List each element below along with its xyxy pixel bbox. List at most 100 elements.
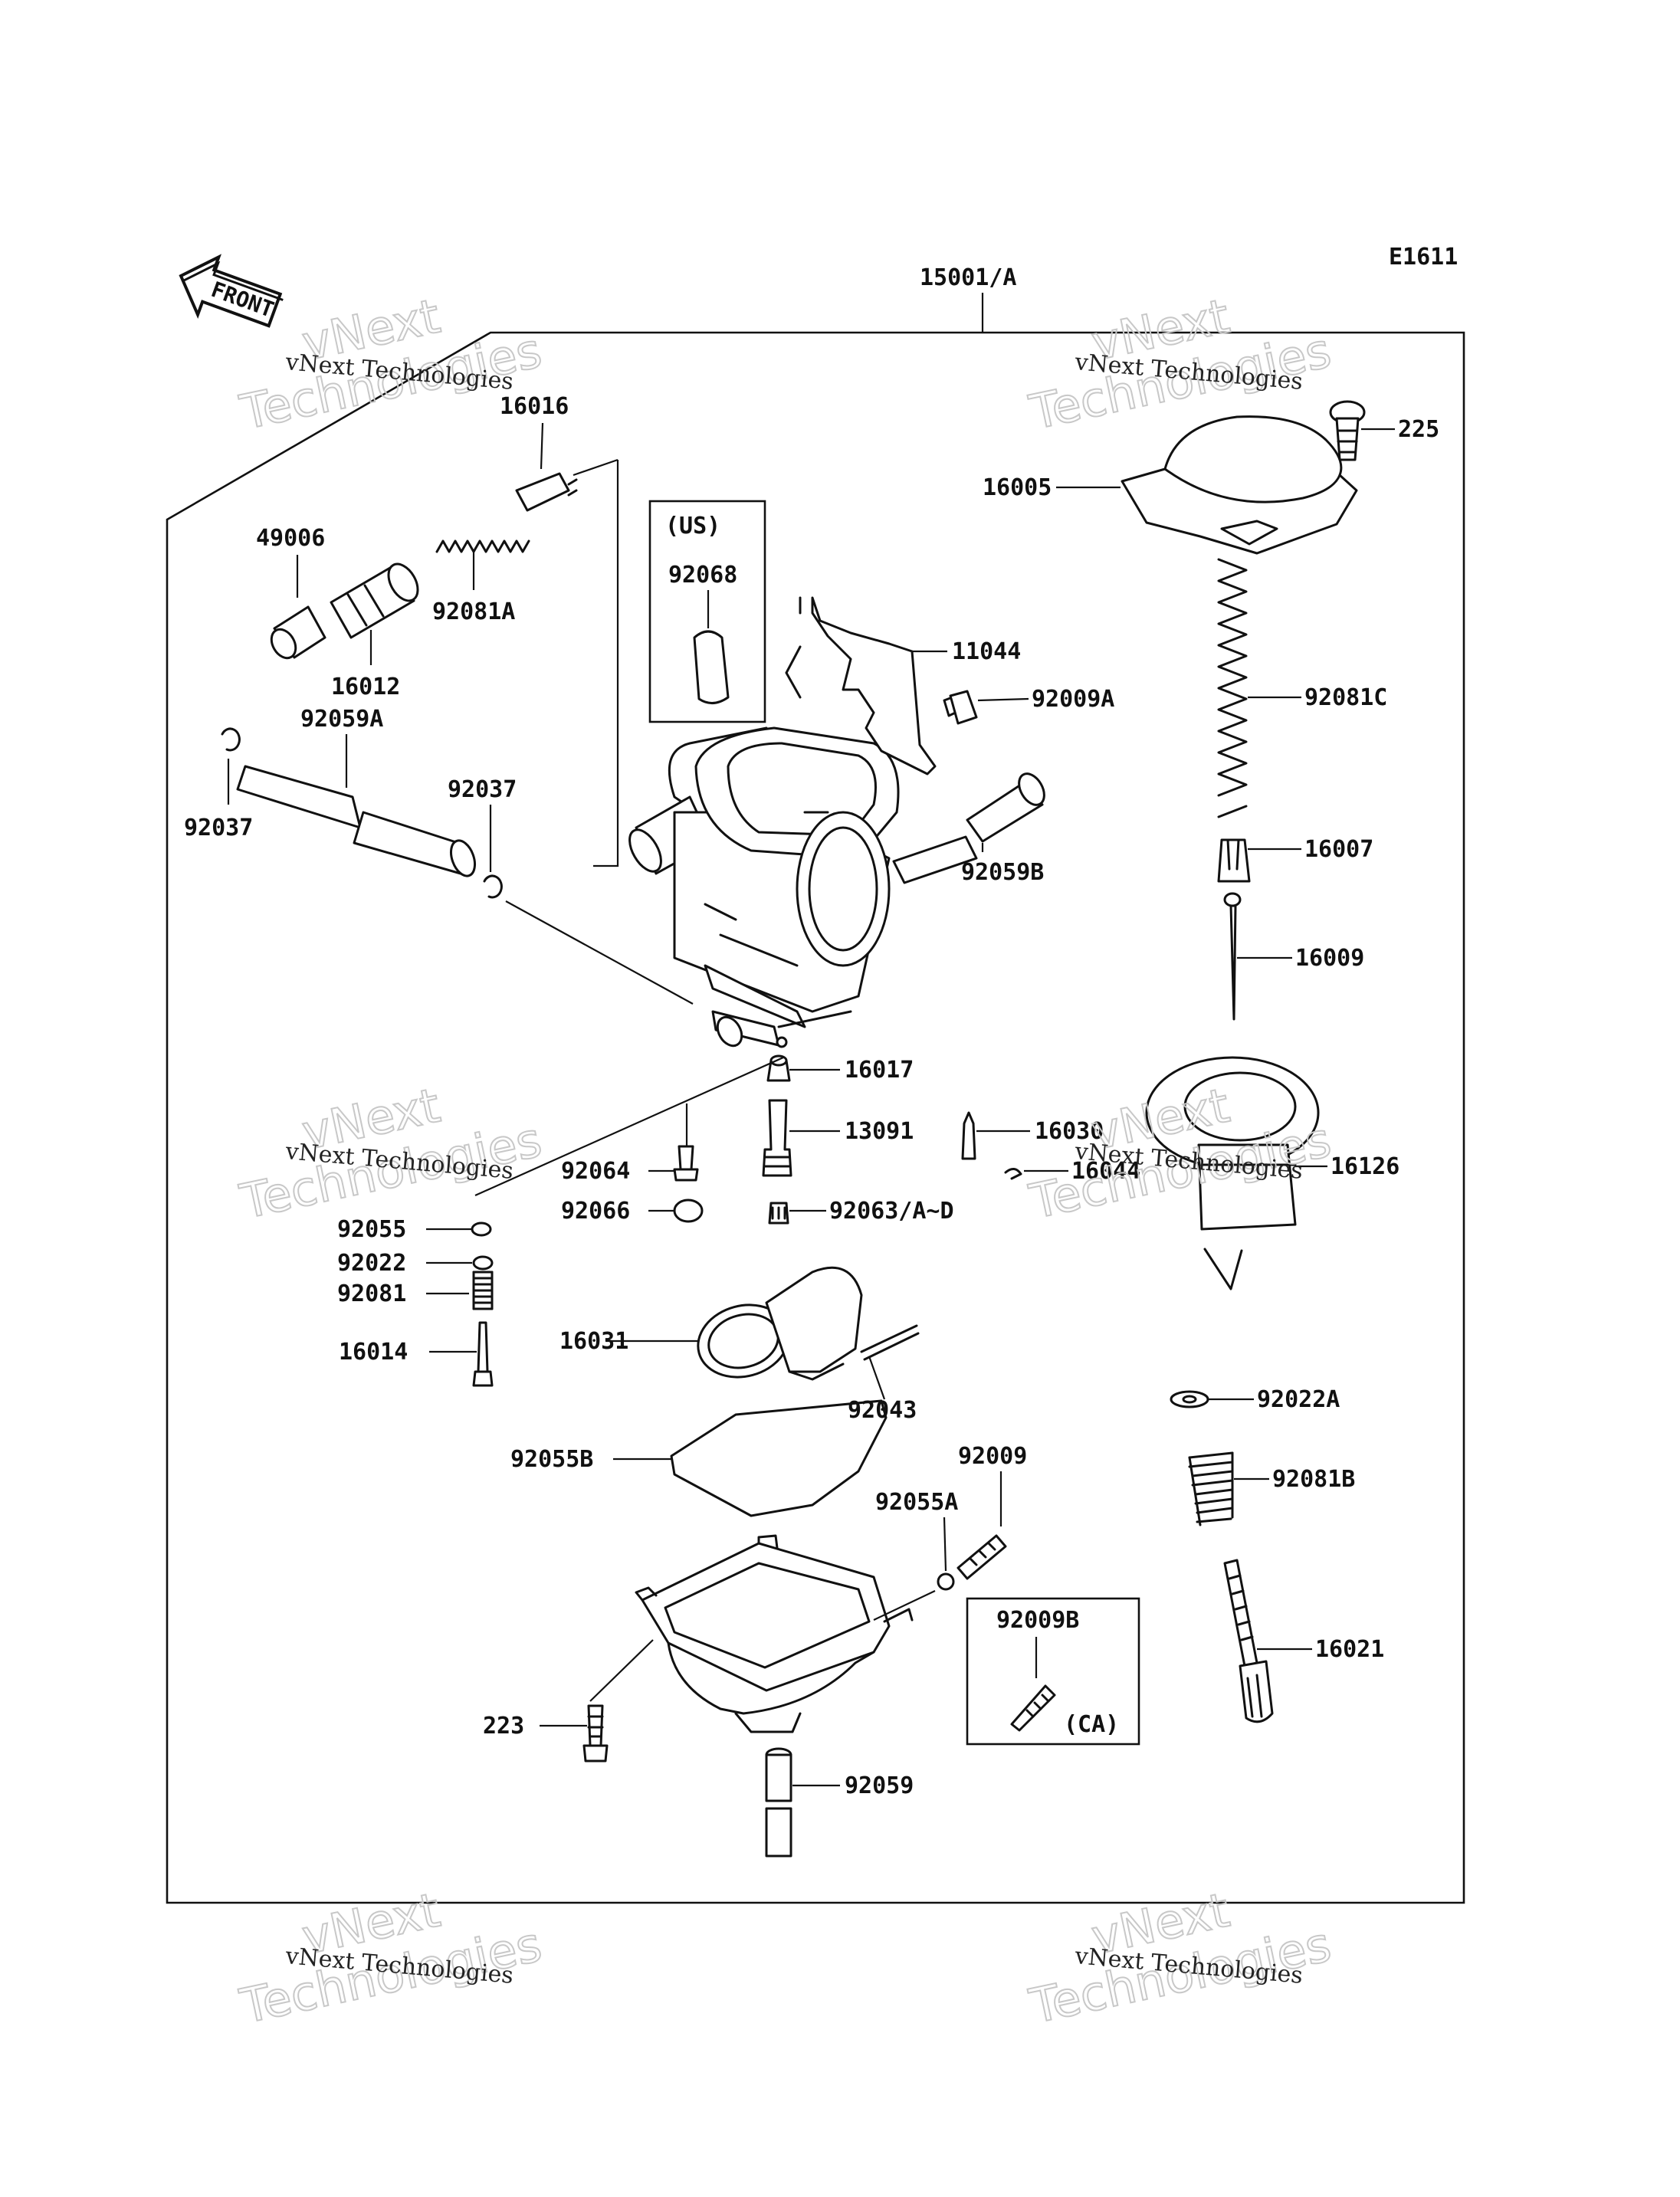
leader-body-lower xyxy=(474,1056,784,1197)
assembly-label: 15001/A xyxy=(920,264,1016,291)
leader-bowl-right xyxy=(873,1590,936,1621)
part-label-92081B: 92081B xyxy=(1272,1466,1355,1493)
part-16044-clip xyxy=(1004,1168,1022,1180)
leader-92055A xyxy=(943,1517,947,1572)
part-label-16021: 16021 xyxy=(1315,1636,1384,1663)
part-label-16007: 16007 xyxy=(1304,836,1373,863)
part-92066-plug xyxy=(673,1199,704,1223)
part-16012-body xyxy=(330,562,419,639)
part-92063-main-jet xyxy=(768,1202,789,1225)
part-92022A-washer xyxy=(1170,1390,1209,1408)
pointer-chevron-right xyxy=(1203,1248,1243,1290)
part-float-bowl xyxy=(635,1534,914,1733)
part-label-13091: 13091 xyxy=(845,1118,914,1145)
part-label-92066: 92066 xyxy=(561,1198,630,1225)
part-92022-washer xyxy=(472,1255,494,1271)
part-16014-pilot-screw xyxy=(472,1321,494,1387)
part-16021-idle-screw xyxy=(1223,1559,1274,1723)
part-label-92009B: 92009B xyxy=(996,1607,1079,1634)
part-label-16044: 16044 xyxy=(1071,1158,1140,1185)
part-label-92009A: 92009A xyxy=(1032,686,1114,713)
part-label-16016: 16016 xyxy=(500,393,569,420)
part-label-92055A: 92055A xyxy=(875,1489,958,1516)
leader-16016 xyxy=(540,422,544,470)
part-92009A-screw xyxy=(943,690,978,725)
part-92081-spring xyxy=(472,1271,494,1310)
part-label-92022A: 92022A xyxy=(1257,1386,1340,1413)
leader-92043 xyxy=(868,1356,886,1400)
part-label-16014: 16014 xyxy=(339,1339,408,1366)
part-label-92037-left: 92037 xyxy=(184,815,253,841)
part-label-225: 225 xyxy=(1398,416,1439,443)
part-label-92064: 92064 xyxy=(561,1158,630,1185)
part-223-screw xyxy=(582,1704,609,1763)
part-16030-valve xyxy=(961,1111,976,1160)
part-16016-plunger xyxy=(515,472,578,512)
watermark-5: vNext Technologies vNext Technologies xyxy=(235,1881,547,2035)
part-label-92022: 92022 xyxy=(337,1250,406,1277)
part-49006-cap xyxy=(270,605,326,660)
part-225-screw xyxy=(1329,400,1366,461)
part-13091-needle-jet xyxy=(762,1099,792,1177)
part-92068-cap xyxy=(693,630,730,704)
part-label-11044: 11044 xyxy=(952,638,1021,665)
us-note-label: (US) xyxy=(665,513,720,539)
part-16007-needle-holder xyxy=(1217,838,1251,883)
part-label-92068: 92068 xyxy=(668,562,737,589)
part-16126-diaphragm xyxy=(1145,1056,1320,1231)
part-label-92081C: 92081C xyxy=(1304,684,1387,711)
part-label-16017: 16017 xyxy=(845,1057,914,1084)
pointer-chevron-upper xyxy=(785,645,802,699)
part-16009-jet-needle xyxy=(1223,892,1242,1021)
part-92055B-gasket xyxy=(670,1399,888,1517)
ca-note-box xyxy=(966,1597,1140,1746)
part-92059B-tube xyxy=(892,772,1045,884)
part-label-92055: 92055 xyxy=(337,1216,406,1243)
part-92055A-o-ring xyxy=(937,1572,955,1591)
part-label-16005: 16005 xyxy=(983,474,1052,501)
assembly-frame xyxy=(166,331,1465,1904)
part-92081C-spring xyxy=(1217,558,1248,818)
part-label-16012: 16012 xyxy=(331,674,400,700)
part-label-16030: 16030 xyxy=(1035,1118,1104,1145)
us-note-box xyxy=(648,500,766,723)
part-label-92081A: 92081A xyxy=(432,598,515,625)
part-92064-screw xyxy=(673,1145,699,1182)
part-92043-pin xyxy=(860,1324,920,1361)
part-label-223: 223 xyxy=(483,1713,524,1740)
part-label-16126: 16126 xyxy=(1331,1153,1399,1180)
part-92055-o-ring xyxy=(471,1221,492,1237)
part-label-92059B: 92059B xyxy=(961,859,1044,886)
part-label-92081: 92081 xyxy=(337,1280,406,1307)
part-92059-drain-tube xyxy=(765,1747,792,1858)
watermark-2: vNext Technologies vNext Technologies xyxy=(1024,287,1337,441)
part-92081B-spring xyxy=(1188,1451,1234,1526)
part-92009B-screw xyxy=(1010,1684,1056,1732)
part-92037-clip-right xyxy=(483,874,503,899)
part-11044-bracket xyxy=(799,596,937,776)
part-15001-carburetor-body xyxy=(573,458,900,1048)
leader-bowl-left xyxy=(589,1639,654,1702)
part-label-16031: 16031 xyxy=(559,1328,628,1355)
part-92009-screw xyxy=(956,1534,1007,1580)
part-16017-jet xyxy=(766,1054,791,1082)
ca-note-label: (CA) xyxy=(1064,1711,1119,1738)
part-92059A-tube xyxy=(236,765,477,877)
watermark-6: vNext Technologies vNext Technologies xyxy=(1024,1881,1337,2035)
leader-92009A xyxy=(977,697,1029,702)
part-16005-top-cover xyxy=(1121,415,1358,555)
leader-clip-to-body xyxy=(505,900,694,1005)
part-16031-cover xyxy=(697,1266,863,1381)
part-label-49006: 49006 xyxy=(256,525,325,552)
part-label-92063: 92063/A~D xyxy=(829,1198,954,1225)
diagram-code: E1611 xyxy=(1389,244,1458,271)
watermark-3: vNext Technologies vNext Technologies xyxy=(235,1077,547,1231)
part-92081A-spring xyxy=(435,539,530,553)
part-label-92059A: 92059A xyxy=(300,706,383,733)
front-arrow-icon: FRONT xyxy=(179,254,284,328)
part-label-92009: 92009 xyxy=(958,1443,1027,1470)
part-92037-clip-left xyxy=(221,727,241,752)
part-label-16009: 16009 xyxy=(1295,945,1364,972)
part-label-92055B: 92055B xyxy=(510,1446,593,1473)
